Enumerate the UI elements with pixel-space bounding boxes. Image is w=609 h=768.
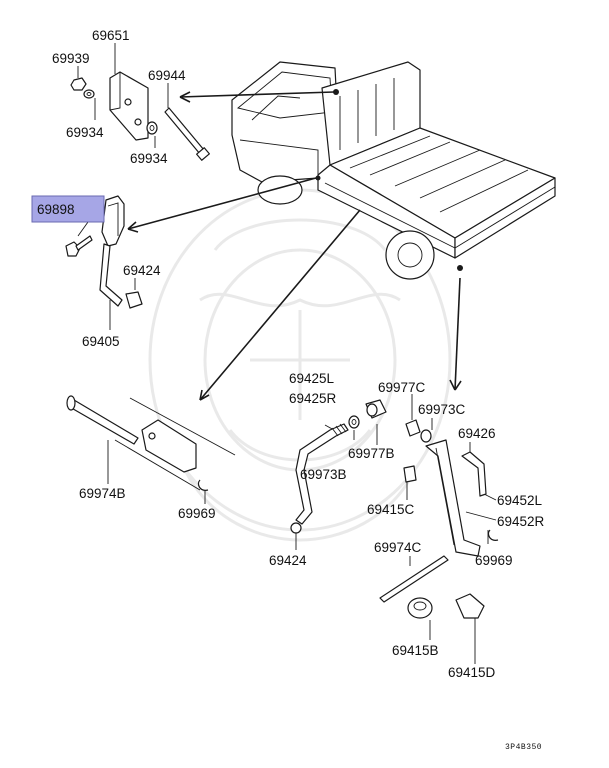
label-69969-a: 69969 bbox=[178, 506, 216, 521]
label-69424-b: 69424 bbox=[269, 553, 307, 568]
bracket-group bbox=[70, 71, 211, 161]
label-69415B: 69415B bbox=[392, 643, 439, 658]
label-69415D: 69415D bbox=[448, 665, 496, 680]
label-69977C: 69977C bbox=[378, 380, 426, 395]
latch-rod-group bbox=[290, 399, 387, 534]
label-69973C: 69973C bbox=[418, 402, 466, 417]
label-69415C: 69415C bbox=[367, 502, 415, 517]
label-69405: 69405 bbox=[82, 334, 120, 349]
label-69974B: 69974B bbox=[79, 486, 126, 501]
label-69452R: 69452R bbox=[497, 514, 545, 529]
hook-group bbox=[65, 195, 143, 309]
label-69944: 69944 bbox=[148, 68, 186, 83]
label-69973B: 69973B bbox=[300, 467, 347, 482]
label-69934-a: 69934 bbox=[66, 125, 104, 140]
highlight-box bbox=[31, 195, 105, 223]
label-69934-b: 69934 bbox=[130, 151, 168, 166]
label-69425R: 69425R bbox=[289, 391, 337, 406]
label-69939: 69939 bbox=[52, 51, 90, 66]
lever-group bbox=[379, 419, 499, 619]
label-69452L: 69452L bbox=[497, 493, 543, 508]
label-69426: 69426 bbox=[458, 426, 496, 441]
truck-illustration bbox=[231, 61, 556, 280]
label-69977B: 69977B bbox=[348, 446, 395, 461]
label-69651: 69651 bbox=[92, 28, 130, 43]
pointer-arrows bbox=[127, 91, 462, 401]
label-69898: 69898 bbox=[37, 202, 75, 217]
part-labels: 69651 69939 69944 69934 69934 69898 6942… bbox=[37, 28, 545, 680]
label-69425L: 69425L bbox=[289, 371, 335, 386]
label-69969-b: 69969 bbox=[475, 553, 513, 568]
label-69424-a: 69424 bbox=[123, 263, 161, 278]
diagram-code: 3P4B350 bbox=[505, 743, 542, 752]
pin-bracket-group bbox=[66, 395, 236, 491]
label-69974C: 69974C bbox=[374, 540, 422, 555]
